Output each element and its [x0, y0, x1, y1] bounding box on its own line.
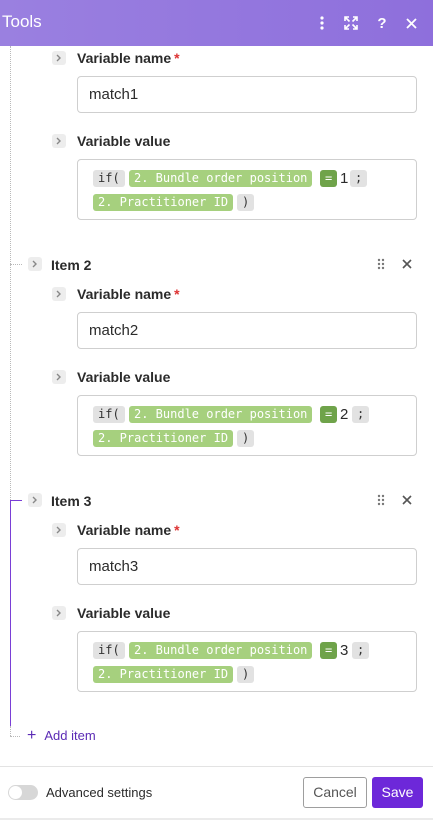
chevron-right-icon	[32, 496, 37, 504]
variable-name-label: Variable name*	[77, 522, 180, 538]
chevron-right-icon	[56, 54, 61, 62]
close-icon	[402, 495, 412, 505]
separator-token: ;	[352, 406, 370, 423]
variable-value-editor[interactable]: if( 2. Bundle order position = 3 ; 2. Pr…	[77, 631, 417, 692]
expand-name-toggle[interactable]	[52, 51, 66, 65]
cancel-button[interactable]: Cancel	[303, 777, 367, 808]
expand-value-toggle[interactable]	[52, 370, 66, 384]
drag-handle-icon	[377, 494, 385, 506]
advanced-settings-label: Advanced settings	[46, 785, 153, 800]
variable-value-label: Variable value	[77, 605, 171, 621]
drag-handle-icon	[377, 258, 385, 270]
tree-connector-active	[10, 500, 11, 726]
expand-name-toggle[interactable]	[52, 523, 66, 537]
tree-connector-active	[10, 500, 22, 501]
chevron-right-icon	[56, 373, 61, 381]
expand-icon	[344, 16, 358, 30]
chevron-right-icon	[56, 290, 61, 298]
variable-name-input[interactable]: match2	[77, 312, 417, 349]
item-title: Item 3	[51, 493, 92, 509]
variable-token[interactable]: 2. Practitioner ID	[93, 194, 234, 211]
number-literal: 1	[340, 170, 349, 187]
number-literal: 3	[340, 642, 349, 659]
tree-connector	[10, 46, 11, 264]
more-options-button[interactable]	[311, 12, 333, 34]
form-scroll-area[interactable]: Variable name* match1 Variable value if(…	[0, 46, 433, 766]
variable-value-label: Variable value	[77, 133, 171, 149]
expand-value-toggle[interactable]	[52, 606, 66, 620]
variable-name-label: Variable name*	[77, 286, 180, 302]
tools-header: Tools ?	[0, 0, 433, 46]
add-item-label: Add item	[44, 728, 96, 743]
save-button[interactable]: Save	[372, 777, 423, 808]
close-icon	[402, 259, 412, 269]
chevron-right-icon	[32, 260, 37, 268]
variable-name-input[interactable]: match3	[77, 548, 417, 585]
number-literal: 2	[340, 406, 349, 423]
collapse-item-toggle[interactable]	[28, 257, 42, 271]
variable-value-label: Variable value	[77, 369, 171, 385]
expand-button[interactable]	[340, 12, 362, 34]
variable-token[interactable]: 2. Bundle order position	[129, 406, 313, 423]
close-paren-token: )	[237, 666, 255, 683]
operator-token: =	[320, 170, 338, 187]
chevron-right-icon	[56, 526, 61, 534]
help-icon: ?	[377, 14, 387, 32]
close-icon	[405, 17, 417, 29]
variable-name-label: Variable name*	[77, 50, 180, 66]
tree-connector	[10, 726, 11, 736]
variable-value-editor[interactable]: if( 2. Bundle order position = 1 ; 2. Pr…	[77, 159, 417, 220]
variable-token[interactable]: 2. Practitioner ID	[93, 430, 234, 447]
tree-connector	[10, 736, 20, 737]
expand-value-toggle[interactable]	[52, 134, 66, 148]
function-token: if(	[93, 170, 125, 187]
variable-token[interactable]: 2. Bundle order position	[129, 170, 313, 187]
expand-name-toggle[interactable]	[52, 287, 66, 301]
operator-token: =	[320, 406, 338, 423]
variable-name-input[interactable]: match1	[77, 76, 417, 113]
function-token: if(	[93, 406, 125, 423]
variable-token[interactable]: 2. Bundle order position	[129, 642, 313, 659]
close-paren-token: )	[237, 430, 255, 447]
add-item-button[interactable]: + Add item	[27, 727, 96, 744]
chevron-right-icon	[56, 137, 61, 145]
plus-icon: +	[27, 727, 37, 744]
panel-title: Tools	[2, 12, 42, 31]
drag-handle[interactable]	[374, 493, 388, 507]
tree-connector	[10, 264, 22, 265]
variable-token[interactable]: 2. Practitioner ID	[93, 666, 234, 683]
function-token: if(	[93, 642, 125, 659]
chevron-right-icon	[56, 609, 61, 617]
help-button[interactable]: ?	[371, 12, 393, 34]
collapse-item-toggle[interactable]	[28, 493, 42, 507]
advanced-settings-toggle[interactable]	[8, 785, 38, 800]
drag-handle[interactable]	[374, 257, 388, 271]
close-button[interactable]	[400, 12, 422, 34]
remove-item-button[interactable]	[400, 257, 414, 271]
operator-token: =	[320, 642, 338, 659]
item-title: Item 2	[51, 257, 92, 273]
separator-token: ;	[350, 170, 368, 187]
variable-value-editor[interactable]: if( 2. Bundle order position = 2 ; 2. Pr…	[77, 395, 417, 456]
separator-token: ;	[352, 642, 370, 659]
remove-item-button[interactable]	[400, 493, 414, 507]
toggle-knob	[9, 786, 22, 799]
more-vertical-icon	[320, 16, 324, 30]
panel-footer: Advanced settings Cancel Save	[0, 766, 433, 820]
tree-connector	[10, 264, 11, 500]
close-paren-token: )	[237, 194, 255, 211]
